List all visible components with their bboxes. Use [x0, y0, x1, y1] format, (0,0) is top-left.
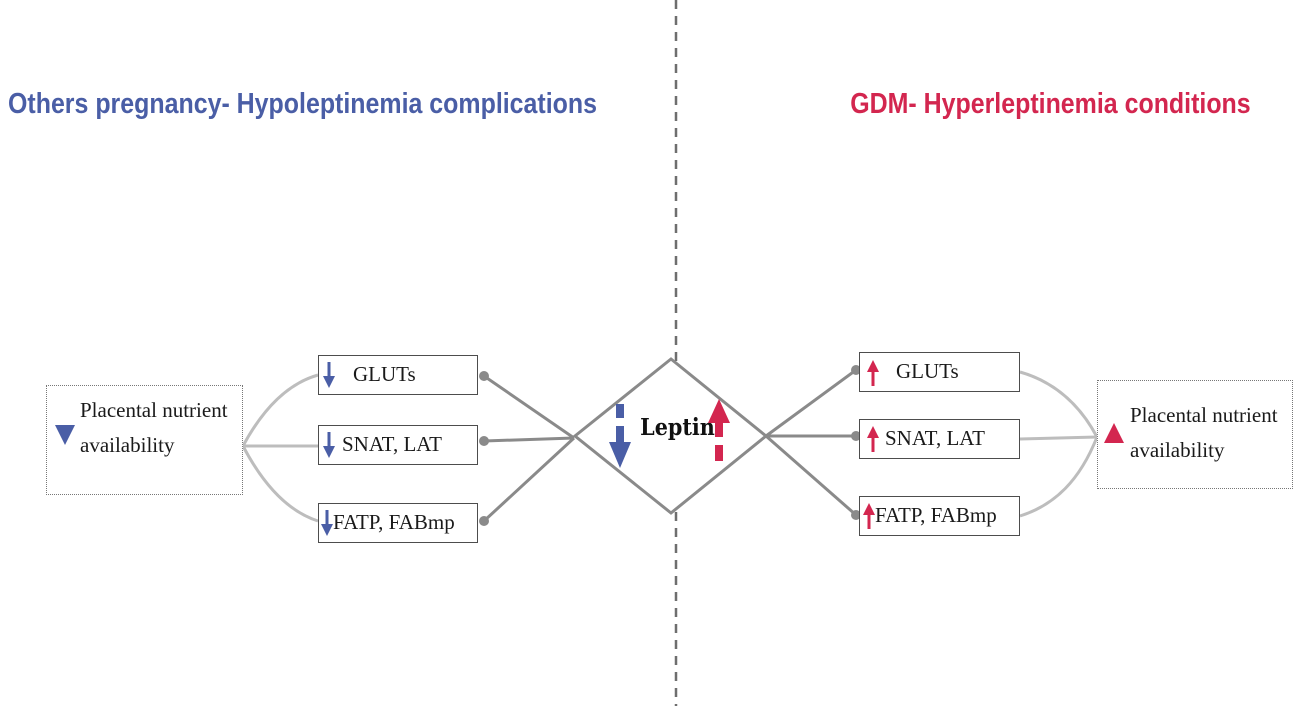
left-connector-dot-top [479, 371, 489, 381]
down-arrow-icon [323, 362, 335, 388]
right-connector-dot-top [851, 365, 861, 375]
left-glut-box: GLUTs [318, 355, 478, 395]
right-outcome-line-2: availability [1130, 438, 1225, 462]
down-arrow-icon [321, 510, 333, 536]
left-fatp-label: FATP, FABmp [333, 510, 455, 534]
left-snat-label: SNAT, LAT [342, 432, 442, 456]
right-outcome-box: Placental nutrient availability [1097, 380, 1293, 489]
right-title: GDM- Hyperleptinemia conditions [850, 88, 1251, 120]
left-title: Others pregnancy- Hypoleptinemia complic… [8, 88, 597, 120]
down-arrow-icon [609, 404, 631, 468]
left-connector-middle [483, 436, 575, 443]
right-snat-box: SNAT, LAT [859, 419, 1020, 459]
up-arrow-icon [708, 399, 730, 461]
right-outcome-line-1: Placental nutrient [1130, 403, 1278, 427]
leptin-diamond [572, 357, 769, 515]
left-outcome-line-2: availability [80, 433, 175, 457]
left-connector-top [483, 374, 575, 440]
right-curve-bottom [1019, 436, 1099, 518]
left-outcome-line-1: Placental nutrient [80, 398, 228, 422]
left-connector-bottom [482, 436, 576, 523]
left-connector-dot-bottom [479, 516, 489, 526]
right-snat-label: SNAT, LAT [885, 426, 985, 450]
right-fatp-box: FATP, FABmp [859, 496, 1020, 536]
right-connector-dot-middle [851, 431, 861, 441]
right-glut-box: GLUTs [859, 352, 1020, 392]
left-connector-dot-middle [479, 436, 489, 446]
left-curve-bottom [241, 445, 319, 523]
right-curve-middle [1019, 435, 1098, 441]
left-glut-label: GLUTs [353, 362, 416, 386]
up-arrow-icon [867, 426, 879, 452]
right-connector-dot-bottom [851, 510, 861, 520]
right-connector-bottom [765, 434, 857, 517]
right-connector-top [765, 368, 857, 438]
left-fatp-box: FATP, FABmp [318, 503, 478, 543]
leptin-label: Leptin [640, 414, 715, 441]
right-fatp-label: FATP, FABmp [875, 503, 997, 527]
left-outcome-box: Placental nutrient availability [46, 385, 243, 495]
up-arrow-icon [867, 360, 879, 386]
up-arrow-icon [1104, 423, 1124, 443]
up-arrow-icon [863, 503, 875, 529]
right-curve-top [1019, 370, 1099, 438]
down-arrow-icon [55, 425, 75, 445]
down-arrow-icon [323, 432, 335, 458]
left-curve-top [241, 373, 319, 447]
left-snat-box: SNAT, LAT [318, 425, 478, 465]
right-glut-label: GLUTs [896, 359, 959, 383]
